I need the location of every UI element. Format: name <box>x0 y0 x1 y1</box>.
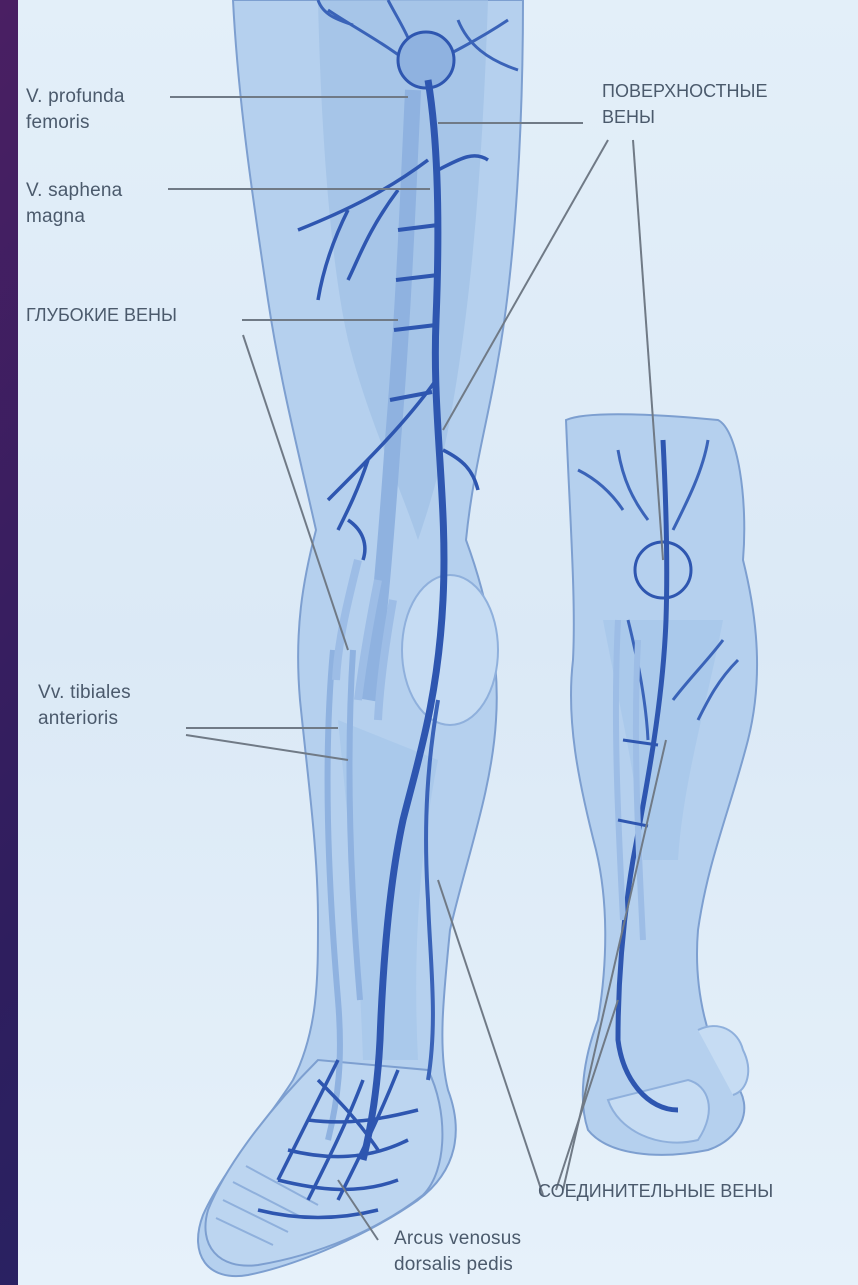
leg-veins-illustration <box>18 0 858 1285</box>
label-arcus-venosus: Arcus venosus dorsalis pedis <box>394 1226 521 1278</box>
label-superficial-veins: ПОВЕРХНОСТНЫЕ ВЕНЫ <box>602 78 768 130</box>
posterior-leg <box>566 414 757 1155</box>
knee-cap <box>402 575 498 725</box>
label-saphena-magna: V. saphena magna <box>26 178 122 230</box>
label-tibiales-anterioris: Vv. tibiales anterioris <box>38 680 131 732</box>
femoral-junction <box>398 32 454 88</box>
label-connecting-veins: СОЕДИНИТЕЛЬНЫЕ ВЕНЫ <box>538 1178 773 1204</box>
label-profunda-femoris: V. profunda femoris <box>26 84 125 136</box>
label-deep-veins: ГЛУБОКИЕ ВЕНЫ <box>26 302 177 328</box>
anterior-leg <box>198 0 523 1276</box>
anatomy-illustration-plate: V. profunda femoris V. saphena magna ГЛУ… <box>18 0 858 1285</box>
